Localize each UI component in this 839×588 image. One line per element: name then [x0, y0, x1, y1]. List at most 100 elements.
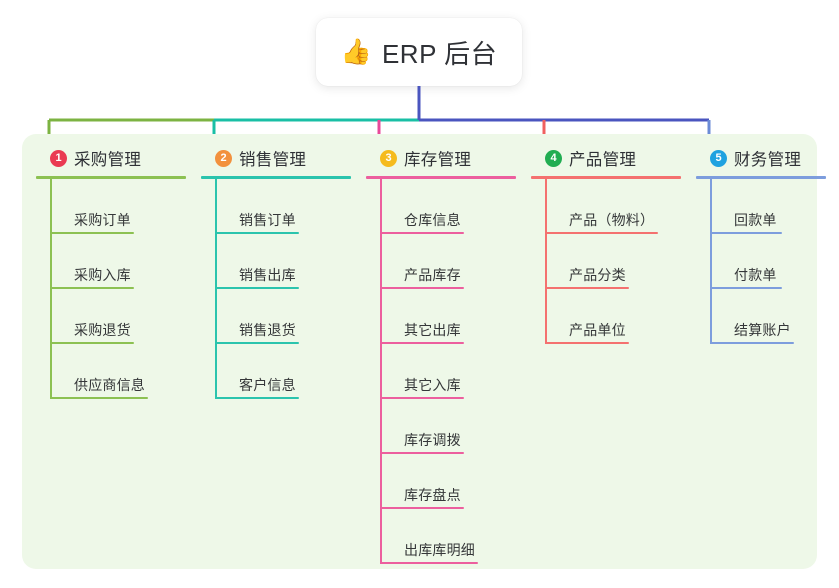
column-underline	[366, 176, 516, 179]
column-index-badge: 5	[710, 149, 727, 167]
list-item-rule	[545, 232, 658, 234]
column-4: 4 产品管理产品（物料） 产品分类产品单位	[531, 145, 681, 344]
list-item-label: 采购退货	[74, 322, 131, 338]
column-header-2[interactable]: 2 销售管理	[201, 145, 351, 171]
column-header-5[interactable]: 5 财务管理	[696, 145, 826, 171]
column-spine	[545, 179, 547, 344]
column-spine	[215, 179, 217, 399]
list-item[interactable]: 付款单	[710, 234, 826, 289]
column-underline	[36, 176, 186, 179]
list-item-rule	[215, 397, 299, 399]
column-index-badge: 1	[50, 149, 67, 167]
list-item-label: 产品分类	[569, 267, 626, 283]
column-3: 3 库存管理仓库信息产品库存其它出库其它入库库存调拨库存盘点出库库明细	[366, 145, 516, 564]
list-item[interactable]: 供应商信息	[50, 344, 186, 399]
list-item-label: 结算账户	[734, 322, 791, 338]
list-item[interactable]: 出库库明细	[380, 509, 516, 564]
list-item[interactable]: 采购订单	[50, 179, 186, 234]
column-spine	[710, 179, 712, 344]
list-item[interactable]: 销售订单	[215, 179, 351, 234]
list-item-rule	[380, 232, 464, 234]
list-item-rule	[710, 232, 782, 234]
list-item-label: 采购入库	[74, 267, 131, 283]
list-item-label: 销售退货	[239, 322, 296, 338]
column-underline	[696, 176, 826, 179]
list-item-label: 付款单	[734, 267, 777, 283]
column-item-list: 仓库信息产品库存其它出库其它入库库存调拨库存盘点出库库明细	[366, 179, 516, 564]
list-item[interactable]: 产品单位	[545, 289, 681, 344]
column-header-3[interactable]: 3 库存管理	[366, 145, 516, 171]
column-1: 1 采购管理采购订单采购入库采购退货供应商信息	[36, 145, 186, 399]
root-node-title: ERP 后台	[381, 38, 498, 69]
thumbs-up-icon: 👍	[340, 37, 372, 66]
list-item[interactable]: 客户信息	[215, 344, 351, 399]
list-item-label: 其它出库	[404, 322, 461, 338]
column-title: 库存管理	[404, 151, 472, 169]
diagram-panel-background	[22, 134, 817, 569]
column-underline	[531, 176, 681, 179]
column-5: 5 财务管理回款单付款单结算账户	[696, 145, 826, 344]
column-index-badge: 4	[545, 149, 562, 167]
list-item[interactable]: 产品库存	[380, 234, 516, 289]
list-item[interactable]: 回款单	[710, 179, 826, 234]
list-item-rule	[50, 342, 134, 344]
list-item-label: 供应商信息	[74, 377, 145, 393]
list-item-rule	[50, 232, 134, 234]
list-item[interactable]: 采购退货	[50, 289, 186, 344]
column-header-4[interactable]: 4 产品管理	[531, 145, 681, 171]
list-item-rule	[380, 287, 464, 289]
list-item-label: 产品（物料）	[569, 212, 655, 228]
list-item[interactable]: 其它出库	[380, 289, 516, 344]
list-item-label: 销售订单	[239, 212, 296, 228]
list-item-rule	[215, 342, 299, 344]
column-item-list: 销售订单销售出库销售退货客户信息	[201, 179, 351, 399]
list-item-label: 库存盘点	[404, 487, 461, 503]
list-item[interactable]: 销售退货	[215, 289, 351, 344]
column-header-1[interactable]: 1 采购管理	[36, 145, 186, 171]
list-item[interactable]: 产品分类	[545, 234, 681, 289]
list-item-rule	[545, 342, 629, 344]
list-item-label: 仓库信息	[404, 212, 461, 228]
list-item-label: 销售出库	[239, 267, 296, 283]
list-item-rule	[50, 287, 134, 289]
list-item-rule	[380, 342, 464, 344]
list-item[interactable]: 结算账户	[710, 289, 826, 344]
list-item-label: 客户信息	[239, 377, 296, 393]
column-title: 销售管理	[239, 151, 307, 169]
list-item[interactable]: 仓库信息	[380, 179, 516, 234]
list-item-label: 其它入库	[404, 377, 461, 393]
list-item[interactable]: 库存调拨	[380, 399, 516, 454]
list-item-rule	[380, 507, 464, 509]
column-title: 采购管理	[74, 151, 142, 169]
column-underline	[201, 176, 351, 179]
column-index-badge: 3	[380, 149, 397, 167]
list-item-rule	[380, 397, 464, 399]
list-item-rule	[215, 232, 299, 234]
list-item-label: 产品单位	[569, 322, 626, 338]
list-item[interactable]: 销售出库	[215, 234, 351, 289]
column-item-list: 采购订单采购入库采购退货供应商信息	[36, 179, 186, 399]
list-item-rule	[50, 397, 148, 399]
list-item-label: 采购订单	[74, 212, 131, 228]
column-title: 财务管理	[734, 151, 802, 169]
column-title: 产品管理	[569, 151, 637, 169]
list-item[interactable]: 产品（物料）	[545, 179, 681, 234]
list-item-rule	[380, 562, 478, 564]
column-2: 2 销售管理销售订单销售出库销售退货客户信息	[201, 145, 351, 399]
column-index-badge: 2	[215, 149, 232, 167]
list-item-rule	[380, 452, 464, 454]
list-item-rule	[710, 342, 794, 344]
column-spine	[50, 179, 52, 399]
column-spine	[380, 179, 382, 564]
list-item[interactable]: 库存盘点	[380, 454, 516, 509]
list-item-rule	[710, 287, 782, 289]
list-item-rule	[545, 287, 629, 289]
list-item-label: 库存调拨	[404, 432, 461, 448]
list-item[interactable]: 采购入库	[50, 234, 186, 289]
list-item-rule	[215, 287, 299, 289]
list-item[interactable]: 其它入库	[380, 344, 516, 399]
root-node-card[interactable]: 👍 ERP 后台	[316, 18, 522, 86]
list-item-label: 产品库存	[404, 267, 461, 283]
column-item-list: 产品（物料） 产品分类产品单位	[531, 179, 681, 344]
column-item-list: 回款单付款单结算账户	[696, 179, 826, 344]
